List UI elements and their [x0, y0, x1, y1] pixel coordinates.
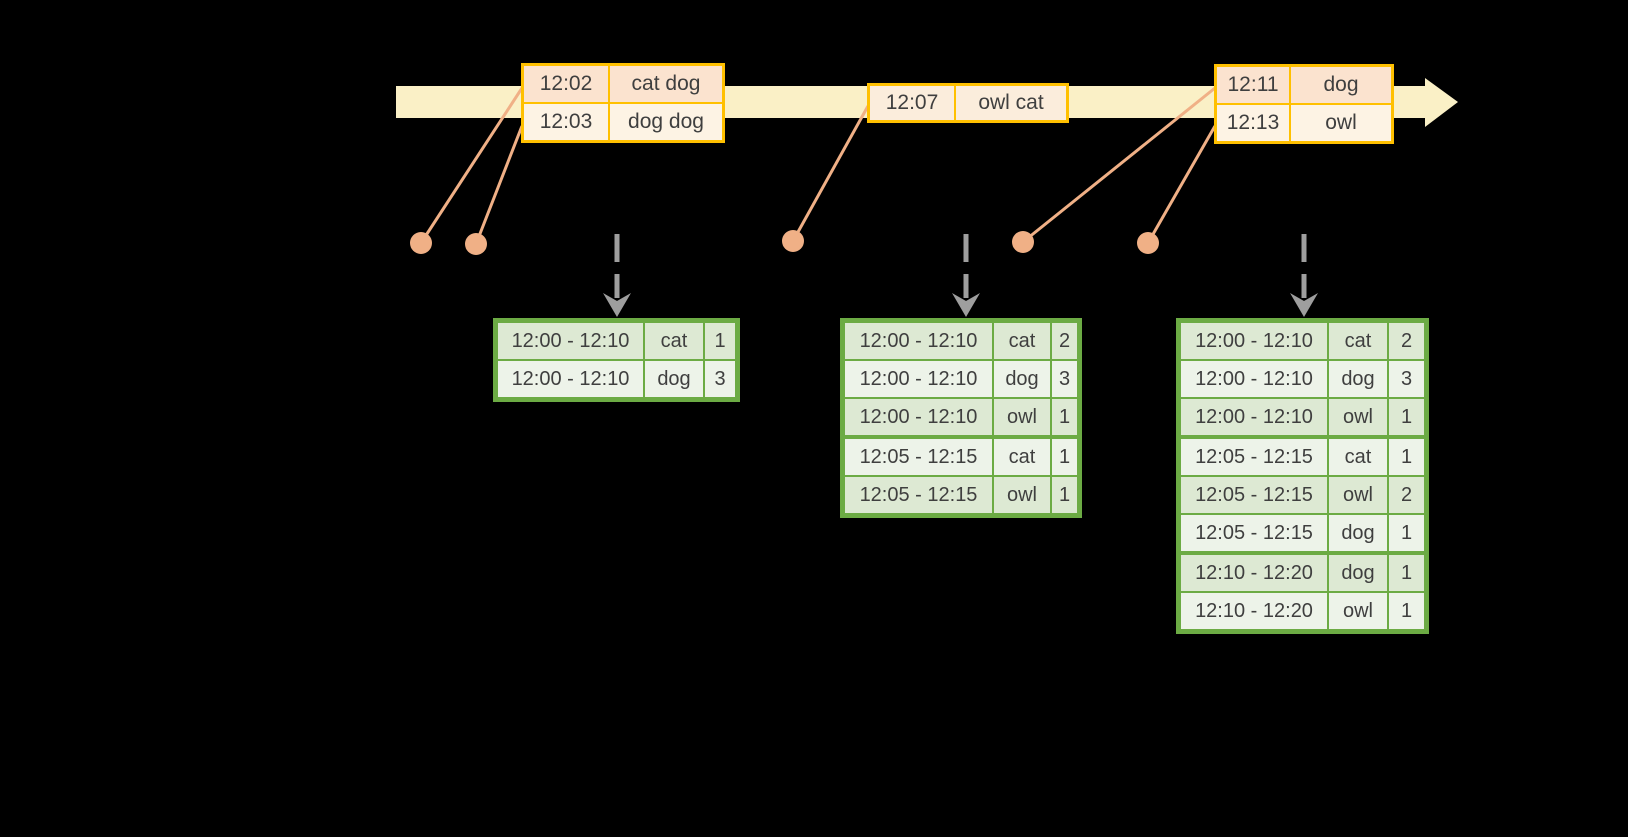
event-connector-line	[474, 125, 524, 245]
event-words-cell: owl	[1291, 105, 1391, 141]
trigger-arrowhead-icon	[1290, 293, 1318, 317]
result-word-cell: owl	[994, 477, 1050, 513]
result-word-cell: cat	[1329, 323, 1387, 359]
result-window-cell: 12:10 - 12:20	[1181, 593, 1327, 629]
result-window-cell: 12:05 - 12:15	[1181, 439, 1327, 475]
result-count-cell: 2	[1052, 323, 1077, 359]
trigger-arrowhead-icon	[952, 293, 980, 317]
trigger-arrow-lines	[614, 234, 1307, 298]
event-words-cell: cat dog	[610, 66, 722, 102]
result-count-cell: 1	[1052, 477, 1077, 513]
event-time-cell: 12:03	[524, 104, 608, 140]
result-word-cell: cat	[994, 439, 1050, 475]
event-time-cell: 12:02	[524, 66, 608, 102]
timeline-arrowhead-icon	[1425, 78, 1458, 127]
result-count-cell: 2	[1389, 323, 1424, 359]
result-window-cell: 12:05 - 12:15	[1181, 477, 1327, 513]
result-window-cell: 12:00 - 12:10	[845, 323, 992, 359]
event-dots	[410, 230, 1159, 255]
trigger-arrowheads	[603, 293, 1318, 317]
result-word-cell: owl	[1329, 593, 1387, 629]
result-count-cell: 3	[705, 361, 735, 397]
result-count-cell: 2	[1389, 477, 1424, 513]
result-window-cell: 12:00 - 12:10	[845, 399, 992, 435]
result-word-cell: dog	[1329, 361, 1387, 397]
result-window-cell: 12:00 - 12:10	[1181, 399, 1327, 435]
result-window-cell: 12:00 - 12:10	[845, 361, 992, 397]
event-connector-line	[1146, 125, 1217, 244]
result-word-cell: cat	[645, 323, 703, 359]
event-connector-line	[419, 87, 524, 244]
event-words-cell: owl cat	[956, 86, 1066, 120]
result-count-cell: 1	[1389, 439, 1424, 475]
result-word-cell: owl	[1329, 477, 1387, 513]
event-words-cell: dog	[1291, 67, 1391, 103]
trigger-arrowhead-icon	[603, 293, 631, 317]
event-time-cell: 12:11	[1217, 67, 1289, 103]
event-dot	[1137, 232, 1159, 254]
result-word-cell: dog	[994, 361, 1050, 397]
result-count-cell: 3	[1052, 361, 1077, 397]
result-count-cell: 3	[1389, 361, 1424, 397]
result-word-cell: owl	[994, 399, 1050, 435]
event-time-cell: 12:07	[870, 86, 954, 120]
result-window-cell: 12:05 - 12:15	[845, 439, 992, 475]
result-window-cell: 12:00 - 12:10	[1181, 323, 1327, 359]
result-window-cell: 12:00 - 12:10	[1181, 361, 1327, 397]
result-word-cell: cat	[994, 323, 1050, 359]
result-count-cell: 1	[1389, 515, 1424, 551]
result-word-cell: dog	[1329, 555, 1387, 591]
event-connector-line	[791, 105, 870, 242]
result-count-cell: 1	[1052, 399, 1077, 435]
result-window-cell: 12:00 - 12:10	[498, 323, 643, 359]
result-word-cell: owl	[1329, 399, 1387, 435]
result-count-cell: 1	[705, 323, 735, 359]
result-count-cell: 1	[1389, 555, 1424, 591]
result-count-cell: 1	[1052, 439, 1077, 475]
event-dot	[782, 230, 804, 252]
result-count-cell: 1	[1389, 593, 1424, 629]
result-word-cell: dog	[645, 361, 703, 397]
result-word-cell: cat	[1329, 439, 1387, 475]
result-count-cell: 1	[1389, 399, 1424, 435]
event-words-cell: dog dog	[610, 104, 722, 140]
result-window-cell: 12:10 - 12:20	[1181, 555, 1327, 591]
event-dot	[465, 233, 487, 255]
result-window-cell: 12:05 - 12:15	[1181, 515, 1327, 551]
result-window-cell: 12:05 - 12:15	[845, 477, 992, 513]
result-word-cell: dog	[1329, 515, 1387, 551]
event-dot	[1012, 231, 1034, 253]
event-time-cell: 12:13	[1217, 105, 1289, 141]
result-window-cell: 12:00 - 12:10	[498, 361, 643, 397]
event-dot	[410, 232, 432, 254]
